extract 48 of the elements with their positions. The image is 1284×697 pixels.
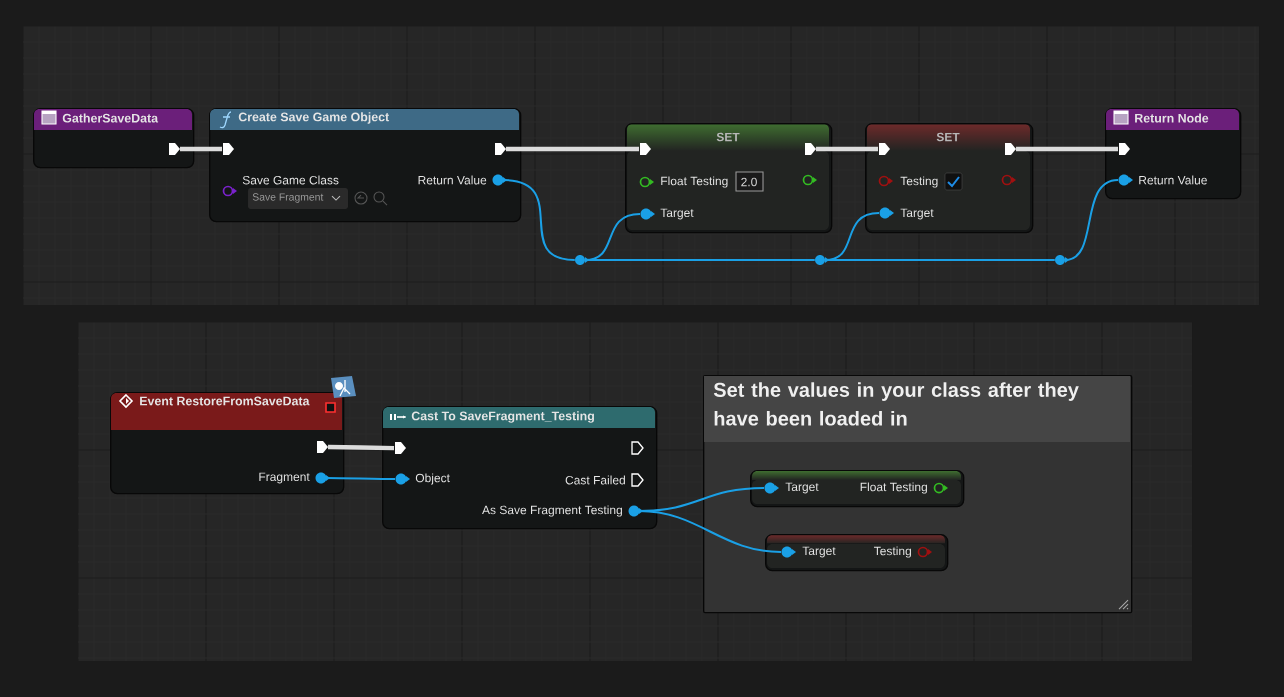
- wire: [328, 444, 395, 451]
- pin-label: Target: [802, 546, 836, 558]
- pin-label: As Save Fragment Testing: [482, 505, 622, 517]
- node-title: SET: [936, 132, 960, 142]
- reroute-knot: [575, 255, 589, 265]
- node-title: Cast To SaveFragment_Testing: [411, 411, 594, 423]
- blueprint-node: [1105, 108, 1242, 200]
- blueprint-node: [865, 123, 1034, 234]
- blueprint-node: [110, 392, 345, 495]
- node-title: GatherSaveData: [62, 113, 159, 123]
- wire: [584, 259, 816, 261]
- wire: [816, 146, 878, 152]
- reroute-knot: [815, 255, 829, 265]
- blueprint-node: [382, 406, 658, 530]
- pin-label: Object: [415, 473, 450, 485]
- pin-label: Return Value: [418, 175, 487, 185]
- value-field: 2.0: [735, 171, 764, 192]
- pin-label: Target: [660, 208, 694, 220]
- pin-label: Float Testing: [661, 176, 728, 188]
- wire: [824, 259, 1056, 261]
- node-title: SET: [716, 132, 740, 142]
- pin-label: Testing: [900, 176, 938, 188]
- pin-label: Target: [785, 482, 819, 494]
- wire: [506, 146, 639, 152]
- node-title: Create Save Game Object: [238, 112, 390, 124]
- dropdown-field: Save Fragment: [248, 188, 348, 209]
- wire: [1016, 146, 1118, 152]
- blueprint-node: [625, 123, 833, 234]
- blueprint-node: [750, 470, 965, 508]
- blueprint-node: [33, 108, 195, 169]
- pin-label: Fragment: [259, 472, 310, 484]
- pin-label: Cast Failed: [565, 475, 625, 485]
- reroute-knot: [1055, 255, 1069, 265]
- wire: [180, 146, 222, 152]
- node-title: Event RestoreFromSaveData: [140, 396, 310, 406]
- blueprint-node: [209, 108, 522, 223]
- pin-label: Save Game Class: [242, 175, 339, 185]
- wire: [1064, 179, 1119, 261]
- pin-label: Target: [900, 208, 934, 220]
- pin-label: Testing: [874, 546, 911, 558]
- pin-label: Float Testing: [860, 482, 927, 494]
- blueprint-node: [765, 534, 949, 572]
- wire: [638, 510, 782, 553]
- pin-label: Return Value: [1139, 175, 1207, 185]
- wire: [502, 179, 576, 261]
- comment-title: Set the values in your class after they have been loaded in: [713, 382, 1079, 426]
- node-title: Return Node: [1135, 113, 1209, 123]
- wire: [325, 477, 396, 480]
